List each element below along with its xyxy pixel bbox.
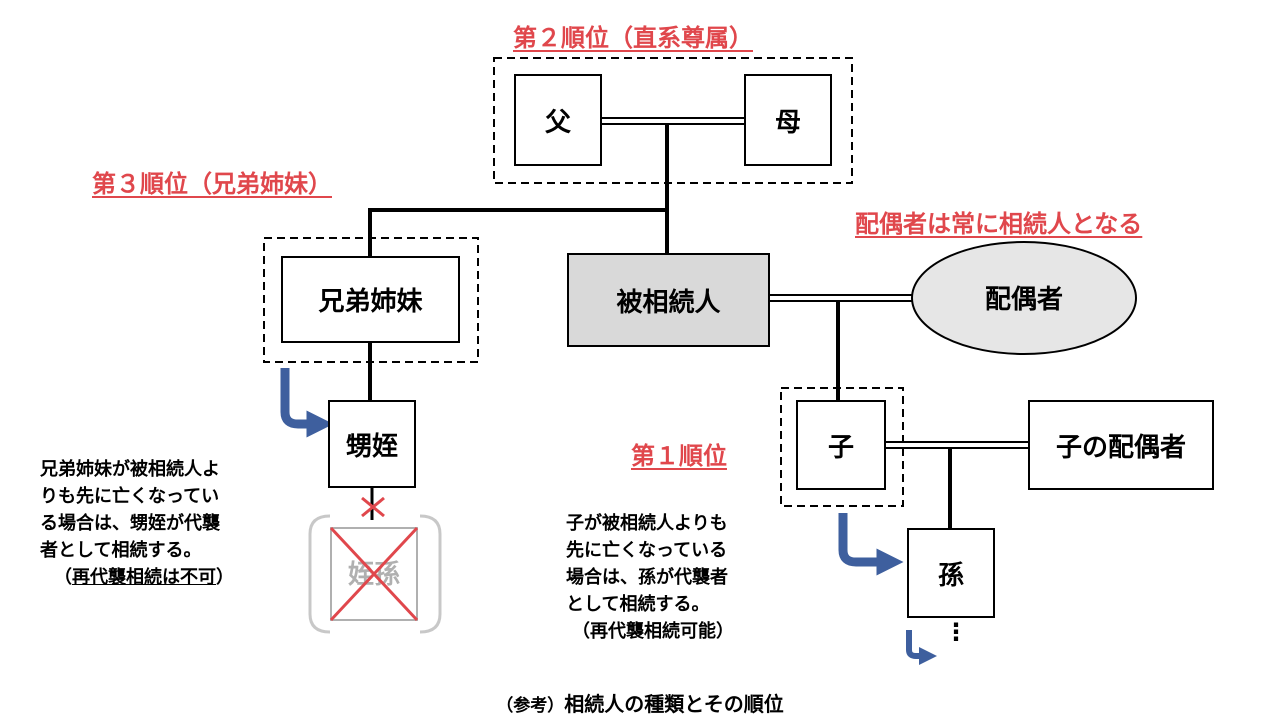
spouse-ellipse <box>911 241 1137 355</box>
rank2-heading: 第２順位（直系尊属） <box>513 24 753 52</box>
child-note: 子が被相続人よりも 先に亡くなっている 場合は、孫が代襲者 として相続する。 （… <box>566 510 734 645</box>
spouse-label: 配偶者 <box>985 285 1063 315</box>
caption-prefix: （参考） <box>496 696 565 716</box>
father-box: 父 <box>514 74 602 166</box>
spouse-rule-heading: 配偶者は常に相続人となる <box>855 210 1143 238</box>
left-bracket <box>308 514 331 634</box>
spouse-marriage-line <box>770 294 912 302</box>
siblings-note-line: 兄弟姉妹が被相続人よ <box>40 459 220 480</box>
caption-text: 相続人の種類とその順位 <box>564 692 784 716</box>
continuation-mark: ⋮ <box>944 618 968 646</box>
rank1-heading: 第１順位 <box>631 442 727 470</box>
grandchild-box: 孫 <box>907 528 995 618</box>
caption: （参考）相続人の種類とその順位 <box>0 688 1280 717</box>
child-box: 子 <box>796 400 886 490</box>
mother-box: 母 <box>744 74 832 166</box>
child-note-line: 子が被相続人よりも <box>566 513 728 534</box>
grandchild-representation-arrow <box>838 513 904 576</box>
decedent-box: 被相続人 <box>567 253 770 347</box>
child-note-line: として相続する。 <box>566 594 710 615</box>
no-re-representation-text: 再代襲相続は不可 <box>72 567 216 588</box>
siblings-note-line: 者として相続する。 <box>40 540 202 561</box>
rank2-group-frame <box>493 57 853 184</box>
lineage-lines <box>368 124 952 528</box>
child-group-frame <box>780 387 904 507</box>
blocked-connector <box>361 488 385 520</box>
child-note-line: （再代襲相続可能） <box>572 621 734 642</box>
child-note-line: 場合は、孫が代襲者 <box>566 567 728 588</box>
siblings-box: 兄弟姉妹 <box>281 256 460 343</box>
child-spouse-box: 子の配偶者 <box>1028 400 1214 490</box>
siblings-note-line: （再代襲相続は不可） <box>40 564 234 591</box>
siblings-note-line: りも先に亡くなってい <box>40 486 220 507</box>
great-grandchild-representation-arrow <box>906 630 937 665</box>
nephew-niece-box: 甥姪 <box>328 400 416 488</box>
blocked-grandnephew-box: 姪孫 <box>329 526 419 622</box>
rank3-heading: 第３順位（兄弟姉妹） <box>92 170 332 198</box>
siblings-note: 兄弟姉妹が被相続人よ りも先に亡くなってい る場合は、甥姪が代襲 者として相続す… <box>40 456 234 591</box>
child-note-line: 先に亡くなっている <box>566 540 728 561</box>
nephew-representation-arrow <box>280 368 334 438</box>
paren-open: （ <box>54 567 72 588</box>
siblings-note-line: る場合は、甥姪が代襲 <box>40 513 220 534</box>
right-bracket <box>419 514 442 634</box>
paren-close: ） <box>216 567 234 588</box>
parents-marriage-line <box>602 117 744 125</box>
child-marriage-line <box>886 441 1028 449</box>
